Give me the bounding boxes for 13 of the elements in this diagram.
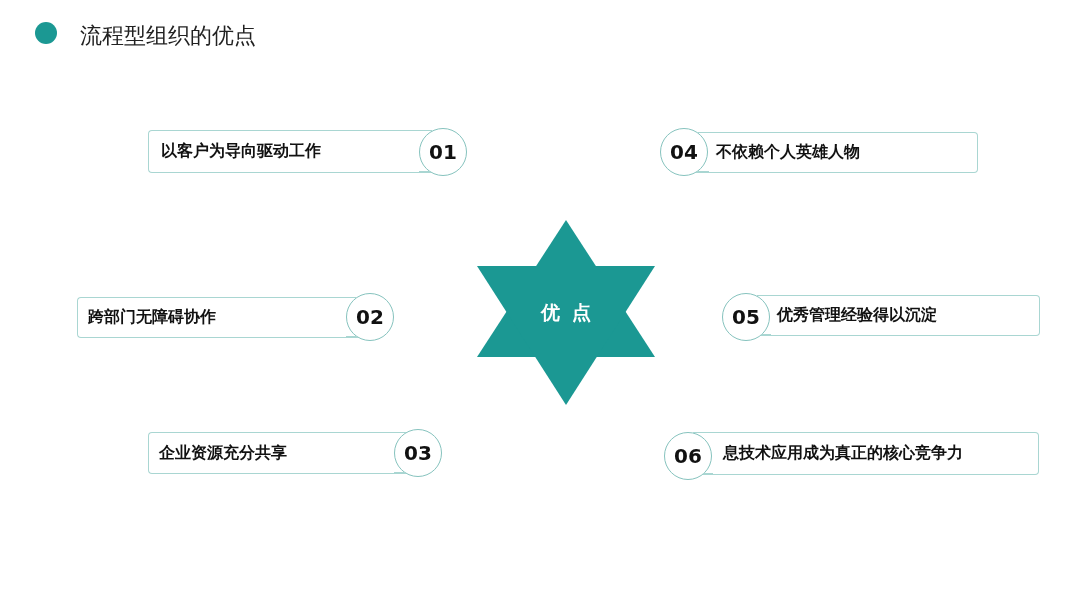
advantage-box: 息技术应用成为真正的核心竞争力 (712, 432, 1039, 475)
advantage-box: 优秀管理经验得以沉淀 (770, 295, 1040, 336)
advantage-box: 跨部门无障碍协作 (77, 297, 346, 338)
advantage-box: 不依赖个人英雄人物 (708, 132, 978, 173)
advantage-box: 企业资源充分共享 (148, 432, 394, 474)
title: 流程型组织的优点 (80, 22, 256, 50)
advantage-box: 以客户为导向驱动工作 (148, 130, 419, 173)
number-circle: 01 (419, 128, 467, 176)
number-circle: 05 (722, 293, 770, 341)
number-circle: 02 (346, 293, 394, 341)
number-circle: 04 (660, 128, 708, 176)
number-circle: 06 (664, 432, 712, 480)
number-circle: 03 (394, 429, 442, 477)
